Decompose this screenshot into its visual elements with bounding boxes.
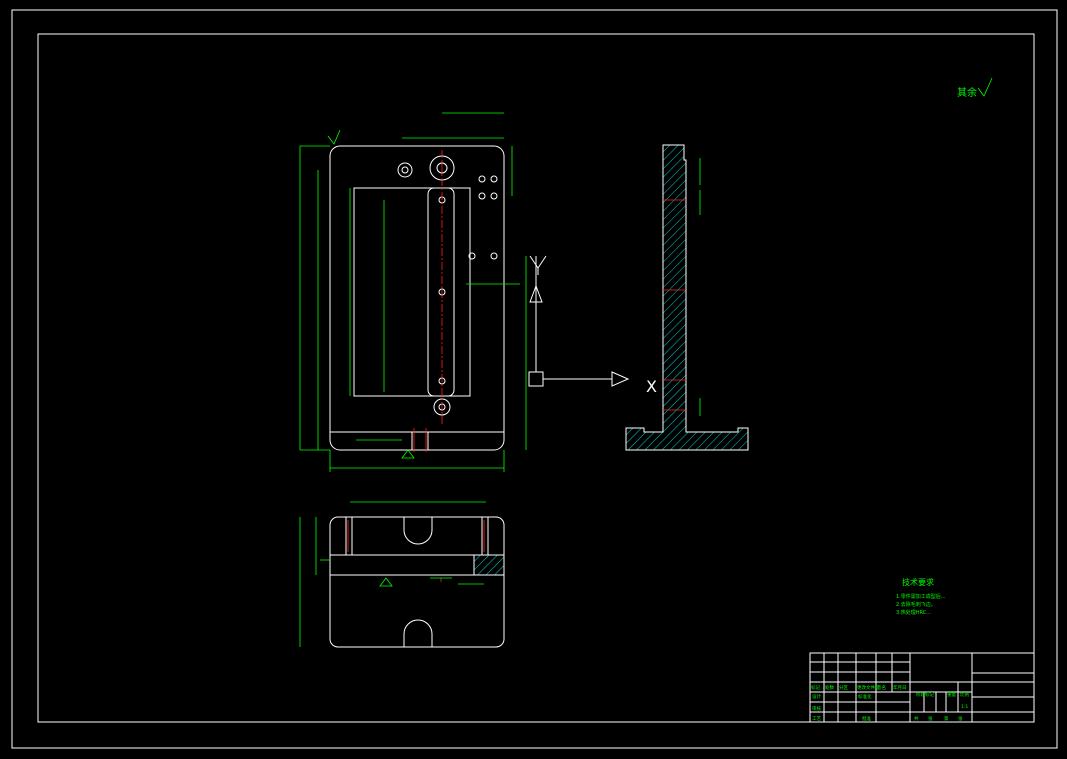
tb-label: 工艺 (812, 716, 821, 722)
tb-label: 更改文件号 (857, 684, 880, 691)
outer-border (11, 9, 1058, 749)
front-pocket (353, 187, 471, 397)
section-profile (625, 144, 749, 451)
roughness-symbol-icon (977, 77, 993, 97)
title-block: 标记 处数 分区 更改文件号 签名 年月日 设计 标准化 审核 工艺 批准 阶段… (809, 652, 1035, 723)
tb-label: 阶段标记 (916, 691, 934, 698)
tb-label: 共 (914, 715, 919, 722)
side-section-view (625, 144, 749, 451)
tb-label: 标准化 (858, 693, 872, 700)
tb-label: 审核 (812, 705, 821, 712)
tb-label: 第 (944, 715, 949, 722)
inner-border (37, 33, 1035, 723)
front-view: X (299, 112, 657, 472)
top-outline (329, 516, 505, 648)
technical-requirements: 技术要求 1.零件需加工成型后... 2.去除毛刺飞边。 3.热处理HRC... (896, 577, 946, 616)
tb-scale: 1:1 (961, 704, 968, 710)
tb-label: 签名 (877, 684, 886, 691)
tech-req-item: 2.去除毛刺飞边。 (896, 601, 936, 608)
tb-label: 处数 (825, 684, 834, 691)
tb-label: 张 (928, 715, 933, 722)
tb-label: 张 (958, 715, 963, 722)
tb-label: 标记 (811, 684, 820, 691)
tb-label: 分区 (839, 684, 848, 691)
front-outline (329, 145, 505, 451)
hole-icon (397, 162, 413, 178)
x-axis-label: X (646, 377, 657, 396)
surface-finish-note: 其余 (957, 77, 993, 99)
v-notch-top-icon (403, 517, 433, 545)
tb-label: 批准 (862, 715, 871, 722)
surface-finish-text: 其余 (957, 86, 977, 99)
tech-req-item: 1.零件需加工成型后... (896, 593, 946, 600)
tb-label: 年月日 (893, 684, 907, 691)
tech-req-item: 3.热处理HRC... (896, 609, 931, 616)
tb-label: 重量 (947, 691, 956, 698)
tb-label: 比例 (960, 691, 969, 698)
tech-req-title: 技术要求 (902, 577, 934, 587)
v-notch-bottom-icon (403, 619, 433, 647)
tb-label: 设计 (812, 693, 821, 700)
front-slot (427, 187, 455, 397)
top-view (299, 501, 505, 648)
